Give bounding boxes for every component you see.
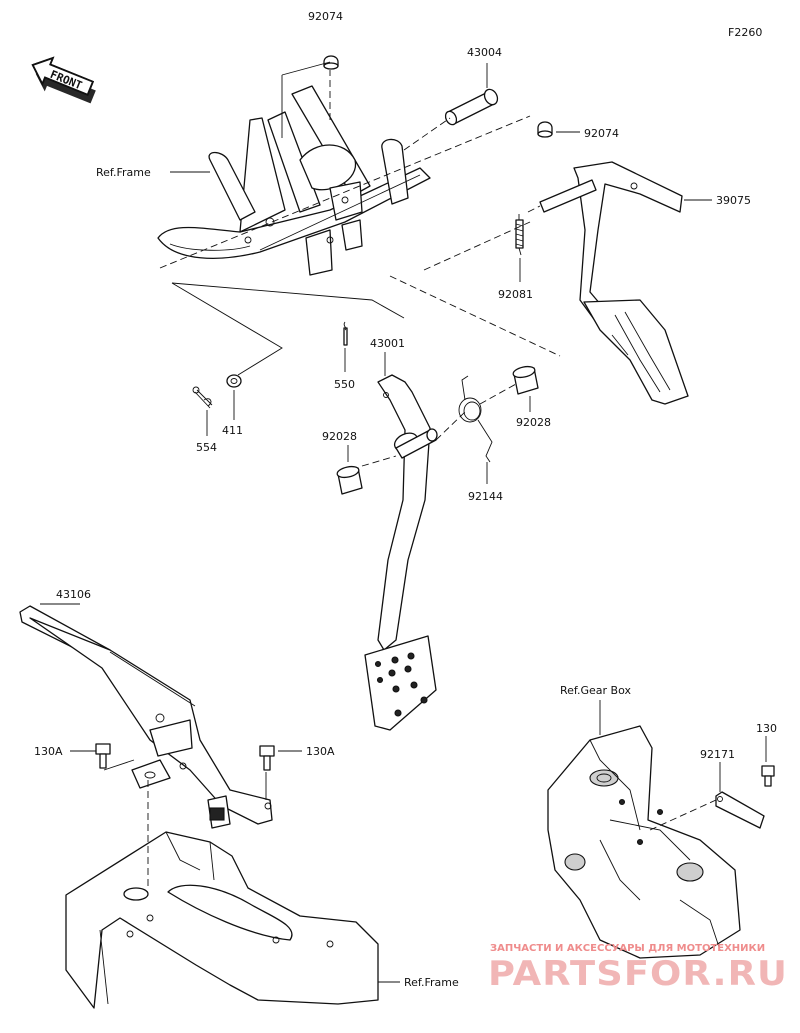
part-labels: F2260 92074 43004 92074 Ref.Frame 39075 … — [34, 10, 777, 989]
part-130A-bolt-left — [95, 743, 111, 769]
part-92171-clamp — [715, 791, 765, 829]
label-92171: 92171 — [700, 748, 735, 761]
label-92144: 92144 — [468, 490, 503, 503]
part-92028-bushing-left — [336, 465, 363, 495]
label-ref-gear-box: Ref.Gear Box — [560, 684, 631, 697]
label-39075: 39075 — [716, 194, 751, 207]
part-130A-bolt-right — [259, 745, 275, 771]
watermark: ЗАПЧАСТИ И АКСЕССУАРЫ ДЛЯ МОТОТЕХНИКИ PA… — [488, 943, 788, 994]
watermark-brand: PARTSFOR.RU — [488, 954, 788, 994]
upper-frame-assembly — [157, 85, 431, 276]
part-92144-spring — [458, 375, 493, 463]
label-92081: 92081 — [498, 288, 533, 301]
label-411: 411 — [222, 424, 243, 437]
label-ref-frame-top: Ref.Frame — [96, 166, 151, 179]
label-92028-left: 92028 — [322, 430, 357, 443]
part-411-washer — [226, 374, 242, 388]
part-92081-spring — [515, 214, 524, 256]
lower-frame-assembly — [65, 831, 379, 1009]
label-130: 130 — [756, 722, 777, 735]
diagram-code: F2260 — [728, 26, 762, 39]
part-92074-cap-right — [537, 121, 553, 138]
label-43004: 43004 — [467, 46, 502, 59]
label-ref-frame-bottom: Ref.Frame — [404, 976, 459, 989]
clutch-pad-holes — [374, 652, 428, 717]
label-550: 550 — [334, 378, 355, 391]
watermark-tagline: ЗАПЧАСТИ И АКСЕССУАРЫ ДЛЯ МОТОТЕХНИКИ — [490, 943, 765, 954]
part-92074-cap-top — [323, 55, 339, 70]
part-43106-parking-lever — [19, 605, 273, 829]
part-130-bolt — [761, 765, 775, 787]
label-92074-right: 92074 — [584, 127, 619, 140]
gear-box-ref — [547, 725, 741, 959]
lever-mount-bracket — [131, 759, 171, 789]
label-130A-left: 130A — [34, 745, 63, 758]
leader-lines — [40, 61, 767, 983]
label-554: 554 — [196, 441, 217, 454]
part-554-clip — [192, 386, 213, 409]
label-92074-top: 92074 — [308, 10, 343, 23]
part-92028-bushing-right — [512, 365, 539, 395]
label-92028-right: 92028 — [516, 416, 551, 429]
label-43106: 43106 — [56, 588, 91, 601]
part-550-pin — [343, 321, 348, 346]
part-43004-pin — [444, 88, 499, 126]
part-39075-brake-pedal — [539, 161, 689, 405]
front-direction-icon: FRONT — [31, 56, 96, 104]
label-130A-right: 130A — [306, 745, 335, 758]
part-43001-clutch-pedal — [364, 374, 438, 731]
label-43001: 43001 — [370, 337, 405, 350]
